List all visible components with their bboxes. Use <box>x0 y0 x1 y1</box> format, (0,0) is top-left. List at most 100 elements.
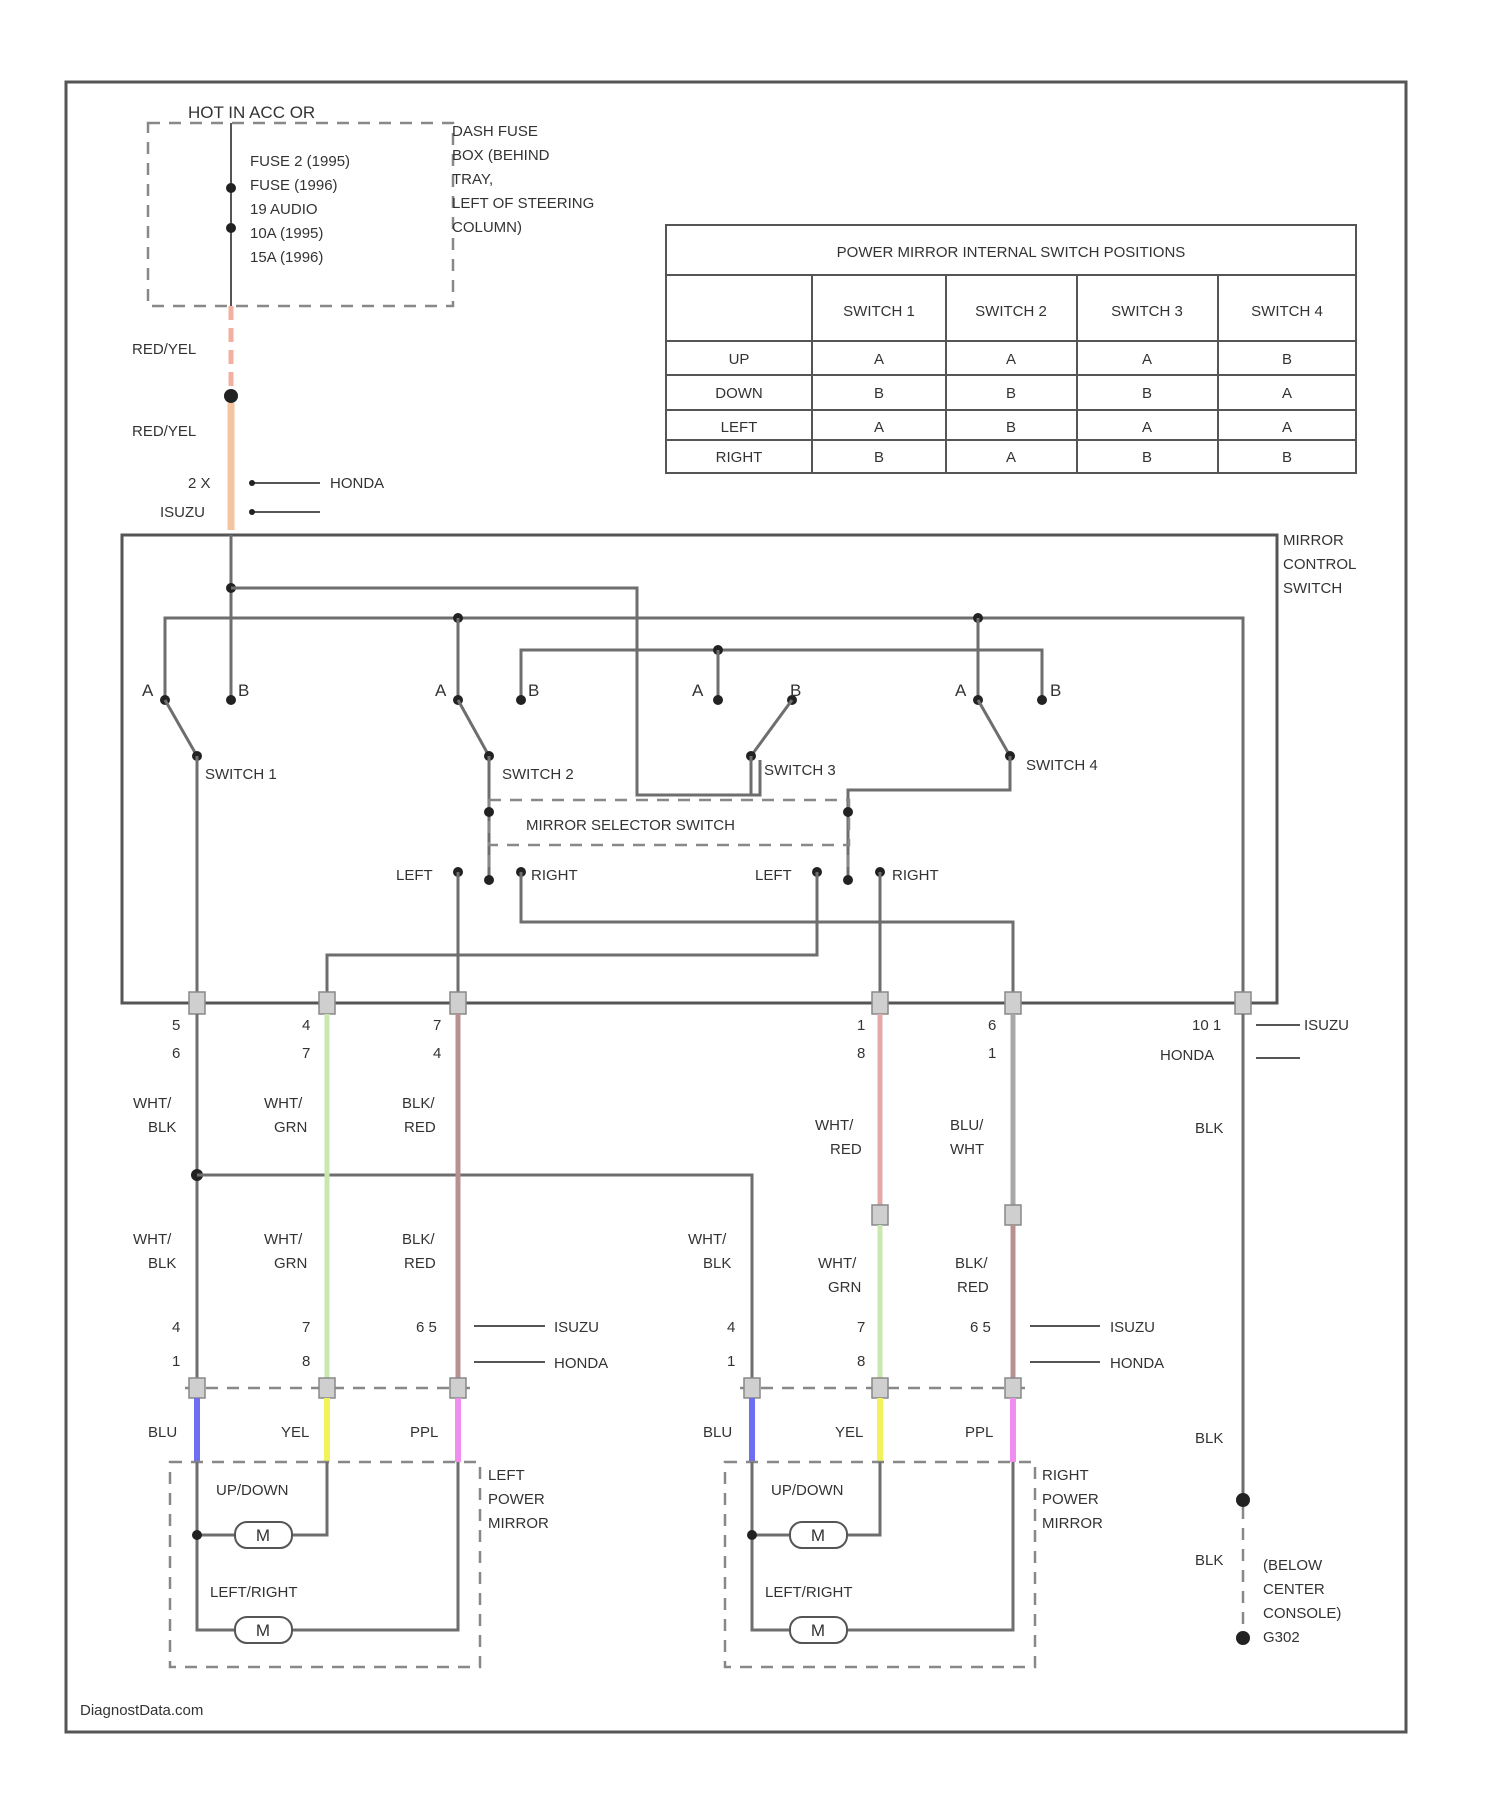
fuse-location-2: BOX (BEHIND <box>452 147 550 164</box>
fuse-location-4: LEFT OF STEERING <box>452 195 594 212</box>
wire-label-ppl: PPL <box>410 1424 438 1441</box>
ground-location-1: (BELOW <box>1263 1557 1323 1574</box>
fuse-location-1: DASH FUSE <box>452 123 538 140</box>
switch4-b: B <box>1050 681 1061 700</box>
honda-label: HONDA <box>330 475 384 492</box>
left-leftright-motor: M <box>256 1621 270 1640</box>
switch1-b: B <box>238 681 249 700</box>
table-cell: B <box>1282 351 1292 368</box>
control-switch-name-2: CONTROL <box>1283 556 1356 573</box>
pin-label: 1 <box>727 1353 735 1370</box>
selector-left-2: LEFT <box>755 867 792 884</box>
selector-right-1: RIGHT <box>531 867 578 884</box>
switch3-b: B <box>790 681 801 700</box>
wire-label: WHT/ <box>264 1231 303 1248</box>
pin-label: 6 <box>172 1045 180 1062</box>
wire-label-ppl: PPL <box>965 1424 993 1441</box>
table-header: SWITCH 4 <box>1251 303 1323 320</box>
pin-label: 4 <box>433 1045 441 1062</box>
wire-label-yel: YEL <box>281 1424 309 1441</box>
pin-label: 7 <box>433 1017 441 1034</box>
fuse-line-5: 15A (1996) <box>250 249 323 266</box>
table-cell: A <box>1282 385 1292 402</box>
right-updown-label: UP/DOWN <box>771 1482 844 1499</box>
honda-label: HONDA <box>1160 1047 1214 1064</box>
table-cell: A <box>1006 351 1016 368</box>
wire-label-blu: BLU <box>703 1424 732 1441</box>
wire-label: RED <box>404 1119 436 1136</box>
control-switch-name-3: SWITCH <box>1283 580 1342 597</box>
wire-label: WHT/ <box>133 1231 172 1248</box>
pin-label: 7 <box>302 1319 310 1336</box>
right-mirror-name-1: RIGHT <box>1042 1467 1089 1484</box>
table-cell: B <box>1142 449 1152 466</box>
wire-label-red-yel-2: RED/YEL <box>132 423 196 440</box>
table-cell: B <box>1006 419 1016 436</box>
wire-label-yel: YEL <box>835 1424 863 1441</box>
wire-label-red-yel-1: RED/YEL <box>132 341 196 358</box>
ground-splice <box>1236 1493 1250 1507</box>
left-updown-label: UP/DOWN <box>216 1482 289 1499</box>
switch-1-label: SWITCH 1 <box>205 766 277 783</box>
right-leftright-motor: M <box>811 1621 825 1640</box>
ground-location-2: CENTER <box>1263 1581 1325 1598</box>
wire-label: WHT/ <box>818 1255 857 1272</box>
wire-label: RED <box>830 1141 862 1158</box>
pin-label: 6 <box>988 1017 996 1034</box>
pin-label: 4 <box>172 1319 180 1336</box>
fuse-line-1: FUSE 2 (1995) <box>250 153 350 170</box>
wire-label: WHT/ <box>688 1231 727 1248</box>
selector-left-1: LEFT <box>396 867 433 884</box>
pin-label: 1 <box>857 1017 865 1034</box>
pin-label: 7 <box>302 1045 310 1062</box>
ground-location-3: CONSOLE) <box>1263 1605 1341 1622</box>
switch-3-label: SWITCH 3 <box>764 762 836 779</box>
table-row-label: UP <box>729 351 750 368</box>
table-header: SWITCH 3 <box>1111 303 1183 320</box>
fuse-location-5: COLUMN) <box>452 219 522 236</box>
pin-label: 8 <box>302 1353 310 1370</box>
ground-point <box>1236 1631 1250 1645</box>
table-cell: B <box>1142 385 1152 402</box>
wire-label: BLK/ <box>402 1095 435 1112</box>
pin-label: 1 <box>988 1045 996 1062</box>
table-cell: B <box>874 449 884 466</box>
ground-wire-label-2: BLK <box>1195 1552 1223 1569</box>
switch-position-table: POWER MIRROR INTERNAL SWITCH POSITIONS S… <box>666 225 1356 473</box>
mirror-pigtails <box>197 1398 1013 1462</box>
isuzu-label: ISUZU <box>1110 1319 1155 1336</box>
wire-label: RED <box>404 1255 436 1272</box>
ground-wire-label: BLK <box>1195 1430 1223 1447</box>
isuzu-label: ISUZU <box>554 1319 599 1336</box>
table-cell: B <box>874 385 884 402</box>
table-cell: A <box>874 419 884 436</box>
table-cell: B <box>1282 449 1292 466</box>
splice-node <box>224 389 238 403</box>
honda-label: HONDA <box>1110 1355 1164 1372</box>
wire-label: RED <box>957 1279 989 1296</box>
switch2-a: A <box>435 681 447 700</box>
wire-label: WHT <box>950 1141 984 1158</box>
pin-label: 4 <box>727 1319 735 1336</box>
table-title: POWER MIRROR INTERNAL SWITCH POSITIONS <box>837 244 1186 261</box>
right-updown-motor: M <box>811 1526 825 1545</box>
pin-label: 4 <box>302 1017 310 1034</box>
wire-label: WHT/ <box>815 1117 854 1134</box>
control-switch-name-1: MIRROR <box>1283 532 1344 549</box>
pin-label: 1 <box>172 1353 180 1370</box>
table-cell: A <box>1006 449 1016 466</box>
fuse-line-2: FUSE (1996) <box>250 177 338 194</box>
wire-label: GRN <box>274 1255 307 1272</box>
pin-label: 10 1 <box>1192 1017 1221 1034</box>
wire-label: BLK/ <box>402 1231 435 1248</box>
switch3-a: A <box>692 681 704 700</box>
left-leftright-label: LEFT/RIGHT <box>210 1584 298 1601</box>
table-cell: A <box>1142 351 1152 368</box>
left-updown-motor: M <box>256 1526 270 1545</box>
switch4-a: A <box>955 681 967 700</box>
wire-label: BLU/ <box>950 1117 984 1134</box>
pin-label: 6 5 <box>970 1319 991 1336</box>
right-mirror-name-3: MIRROR <box>1042 1515 1103 1532</box>
honda-label: HONDA <box>554 1355 608 1372</box>
